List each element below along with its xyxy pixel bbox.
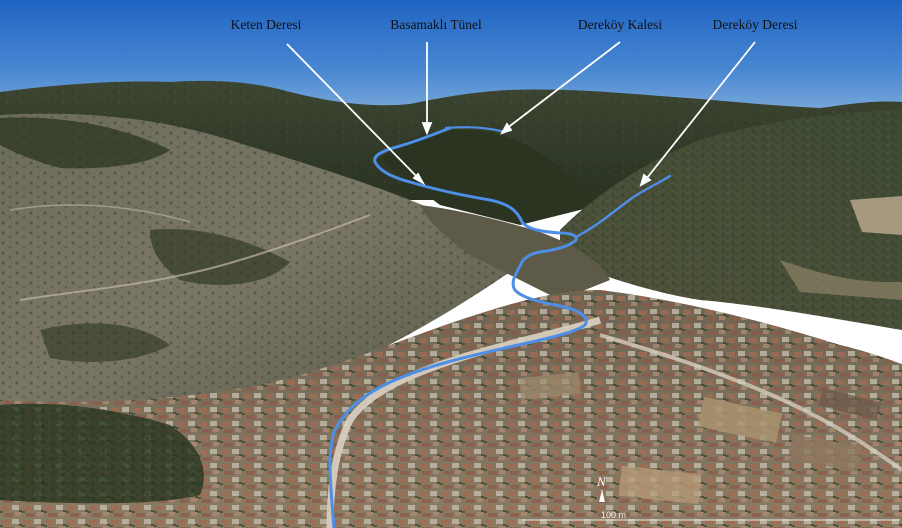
castle-hill (380, 129, 600, 225)
annotation-arrows (286, 41, 756, 187)
label-basamakli-tunel: Basamaklı Tünel (390, 17, 482, 32)
scale-label: 100 m (601, 510, 627, 520)
arrow-kale (501, 41, 621, 133)
field (697, 397, 783, 443)
upper-river-tunnel (444, 126, 506, 134)
label-derekoy-kalesi: Dereköy Kalesi (577, 17, 663, 32)
main-road (326, 316, 602, 528)
arrow-dere (642, 41, 756, 184)
label-keten-deresi: Keten Deresi (230, 17, 302, 32)
river (328, 126, 588, 528)
arrow-keten (286, 43, 424, 184)
valley-floor (420, 205, 610, 300)
label-derekoy-deresi: Dereköy Deresi (712, 17, 798, 32)
right-field (850, 196, 902, 235)
north-letter: N (597, 474, 606, 489)
derekoy-stream (576, 174, 672, 238)
north-arrow-icon: N (593, 474, 617, 504)
